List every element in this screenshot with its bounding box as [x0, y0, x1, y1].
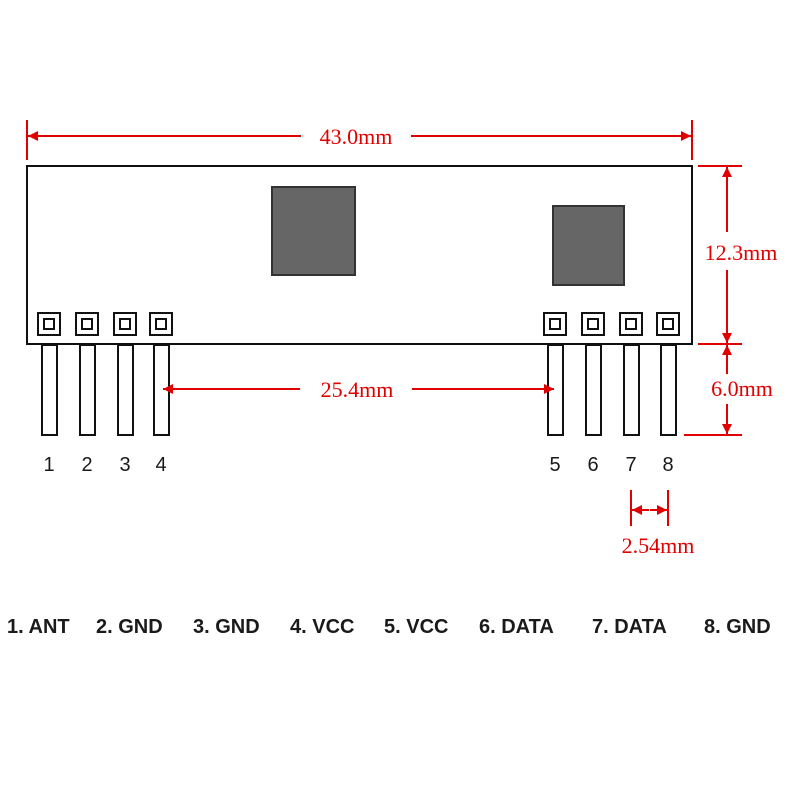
- pad-4: [149, 312, 173, 336]
- chip-small: [552, 205, 625, 286]
- pinout-item: 2. GND: [96, 616, 163, 638]
- dimension-pitch: [630, 490, 669, 526]
- pad-3-inner: [119, 318, 131, 330]
- pin-3: [117, 344, 134, 436]
- pinout-item: 5. VCC: [384, 616, 449, 638]
- pad-1-inner: [43, 318, 55, 330]
- pin-2: [79, 344, 96, 436]
- pin-row: [41, 344, 677, 436]
- pad-row: [37, 312, 680, 336]
- pad-8-inner: [662, 318, 674, 330]
- pin-8: [660, 344, 677, 436]
- chip-large: [271, 186, 356, 276]
- height-label: 12.3mm: [705, 240, 778, 265]
- pad-6: [581, 312, 605, 336]
- pad-5: [543, 312, 567, 336]
- pad-7: [619, 312, 643, 336]
- pin-number-6: 6: [587, 454, 598, 476]
- pinout-legend: 1. ANT 2. GND 3. GND 4. VCC 5. VCC 6. DA…: [0, 616, 800, 646]
- pad-4-inner: [155, 318, 167, 330]
- pin-number-4: 4: [155, 454, 166, 476]
- pin-number-1: 1: [43, 454, 54, 476]
- dimension-width: [26, 120, 693, 160]
- pad-3: [113, 312, 137, 336]
- pin-1: [41, 344, 58, 436]
- pin-number-7: 7: [625, 454, 636, 476]
- pin-length-label: 6.0mm: [711, 376, 773, 401]
- group-spacing-label: 25.4mm: [321, 377, 394, 402]
- pad-7-inner: [625, 318, 637, 330]
- pin-number-3: 3: [119, 454, 130, 476]
- pin-7: [623, 344, 640, 436]
- pinout-item: 1. ANT: [7, 616, 70, 638]
- pad-6-inner: [587, 318, 599, 330]
- pad-2: [75, 312, 99, 336]
- pad-8: [656, 312, 680, 336]
- pin-number-2: 2: [81, 454, 92, 476]
- pad-2-inner: [81, 318, 93, 330]
- pinout-item: 6. DATA: [479, 616, 554, 638]
- pitch-label: 2.54mm: [622, 533, 695, 558]
- pinout-item: 7. DATA: [592, 616, 667, 638]
- dimension-height: [684, 165, 742, 436]
- pin-number-8: 8: [662, 454, 673, 476]
- pin-6: [585, 344, 602, 436]
- pinout-item: 8. GND: [704, 616, 771, 638]
- pinout-item: 3. GND: [193, 616, 260, 638]
- pin-number-5: 5: [549, 454, 560, 476]
- pad-1: [37, 312, 61, 336]
- pinout-item: 4. VCC: [290, 616, 355, 638]
- width-label: 43.0mm: [320, 124, 393, 149]
- pad-5-inner: [549, 318, 561, 330]
